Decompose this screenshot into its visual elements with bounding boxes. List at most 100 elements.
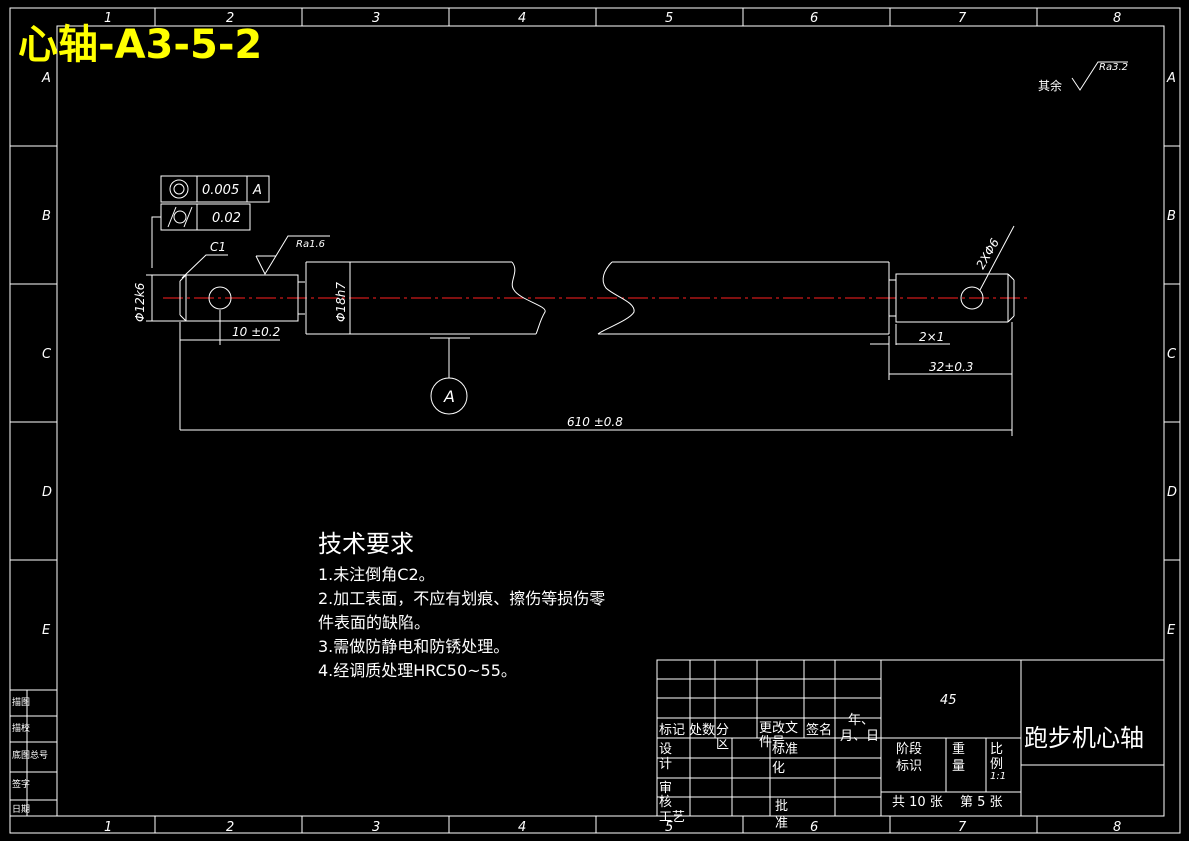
zone-row-left: A — [41, 71, 51, 86]
tech-item: 件表面的缺陷。 — [318, 613, 430, 632]
inner-frame — [56, 25, 1165, 817]
tech-item: 2.加工表面，不应有划痕、擦伤等损伤零 — [318, 589, 605, 608]
tb-check: 审 — [659, 781, 672, 796]
tech-item: 1.未注倒角C2。 — [318, 565, 435, 584]
tb-sheet-no: 第 5 张 — [960, 795, 1003, 810]
side-table-label: 日期 — [12, 804, 30, 815]
zone-col-bottom: 1 — [104, 820, 112, 835]
tb-header-doc: 件号 — [759, 735, 785, 750]
zone-col-top: 8 — [1113, 11, 1121, 26]
tb-header-doc: 更改文 — [759, 721, 798, 736]
side-table-label: 描图 — [12, 696, 30, 708]
tb-scale: 比 — [990, 742, 1003, 757]
tb-header-zone: 区 — [716, 737, 729, 752]
tb-header-date: 年、 — [848, 713, 874, 728]
tech-item: 4.经调质处理HRC50~55。 — [318, 661, 517, 680]
tb-stage: 标识 — [896, 759, 922, 774]
zone-col-bottom: 4 — [518, 820, 526, 835]
tb-header-sign: 签名 — [806, 722, 832, 738]
zone-col-bottom: 2 — [226, 820, 234, 835]
tech-heading: 技术要求 — [318, 530, 414, 558]
cylindricity-icon — [173, 210, 187, 224]
concentricity-icon — [169, 179, 189, 199]
zone-row-right: A — [1166, 71, 1176, 86]
gdt-value-1: 0.005 — [202, 183, 239, 198]
zone-row-right: D — [1167, 485, 1177, 500]
side-table-label: 描校 — [12, 722, 30, 734]
tb-approve: 准 — [775, 816, 788, 831]
tb-total-sheets: 共 10 张 — [892, 795, 943, 810]
zone-row-right: C — [1167, 347, 1177, 362]
zone-row-left: B — [42, 209, 51, 224]
dim-left-dia: Φ12k6 — [133, 282, 147, 322]
zone-col-bottom: 7 — [958, 820, 967, 835]
tb-process: 工艺 — [659, 810, 685, 825]
zone-col-top: 6 — [810, 11, 818, 26]
tb-standard: 标准 — [772, 742, 798, 757]
right-hole — [960, 286, 984, 310]
tb-header-mark: 标记 — [659, 723, 685, 738]
gdt-frames — [151, 175, 270, 268]
datum-circle — [430, 377, 468, 415]
zone-col-top: 3 — [372, 11, 380, 26]
roughness-prefix: 其余 — [1038, 78, 1062, 93]
dim-holes: 2XΦ6 — [973, 236, 1002, 272]
zone-col-top: 4 — [518, 11, 526, 26]
tb-header-date: 月、日 — [840, 729, 879, 744]
side-table — [9, 689, 58, 817]
gdt-value-2: 0.02 — [212, 211, 241, 226]
shaft-outline — [179, 261, 1015, 335]
drawing-title: 心轴-A3-5-2 — [18, 22, 262, 68]
zone-col-bottom: 5 — [665, 820, 673, 835]
tech-item: 3.需做防静电和防锈处理。 — [318, 637, 509, 656]
side-table-label: 底图总号 — [12, 749, 48, 761]
roughness-local: Ra1.6 — [296, 239, 325, 250]
zone-row-left: C — [42, 347, 52, 362]
zone-col-bottom: 8 — [1113, 820, 1121, 835]
zone-col-bottom: 6 — [810, 820, 818, 835]
zone-col-bottom: 3 — [372, 820, 380, 835]
left-hole — [208, 286, 232, 310]
dim-groove: 2×1 — [919, 330, 944, 344]
general-roughness: 其余 Ra3.2 — [1038, 61, 1128, 93]
tb-scale-value: 1:1 — [990, 771, 1006, 782]
tb-weight: 重 — [952, 741, 965, 757]
dimension-lines — [146, 225, 1015, 436]
dim-left-pos: 10 ±0.2 — [232, 325, 280, 339]
datum-label: A — [443, 387, 455, 406]
tb-header-count: 处数 — [689, 723, 715, 738]
material-cell: 45 — [940, 693, 957, 708]
tb-approve: 批 — [775, 799, 788, 814]
tb-stage: 阶段 — [896, 742, 922, 757]
title-block — [656, 659, 1165, 817]
zone-row-right: E — [1167, 623, 1176, 638]
tech-requirements: 技术要求 1.未注倒角C2。 2.加工表面，不应有划痕、擦伤等损伤零 件表面的缺… — [318, 530, 605, 680]
zone-col-top: 1 — [104, 11, 112, 26]
part-name: 跑步机心轴 — [1024, 724, 1144, 752]
outer-frame — [9, 7, 1181, 834]
roughness-value: Ra3.2 — [1099, 62, 1128, 73]
zone-row-left: D — [42, 485, 52, 500]
tb-header-zone: 分 — [716, 723, 729, 738]
side-table-label: 签字 — [12, 778, 30, 790]
tb-design: 设 — [659, 742, 672, 757]
dim-total: 610 ±0.8 — [567, 415, 623, 429]
zone-col-top: 2 — [226, 11, 234, 26]
tb-weight: 量 — [952, 759, 965, 774]
dim-main-dia: Φ18h7 — [334, 282, 348, 322]
dim-chamfer: C1 — [210, 240, 226, 254]
zone-col-top: 7 — [958, 11, 967, 26]
zone-ticks — [10, 8, 1180, 833]
zone-col-top: 5 — [665, 11, 673, 26]
tb-design: 计 — [659, 757, 672, 772]
roughness-symbol-icon — [1071, 61, 1128, 91]
zone-row-right: B — [1167, 209, 1176, 224]
dim-right-pos: 32±0.3 — [929, 360, 973, 374]
zone-row-left: E — [42, 623, 51, 638]
gdt-datum-1: A — [252, 183, 262, 198]
tb-check: 核 — [659, 795, 672, 810]
zone-labels: 1 2 3 4 5 6 7 8 1 2 3 4 5 6 7 8 A B C D … — [41, 11, 1177, 835]
tb-scale: 例 — [990, 757, 1003, 772]
tb-standard: 化 — [772, 761, 785, 776]
